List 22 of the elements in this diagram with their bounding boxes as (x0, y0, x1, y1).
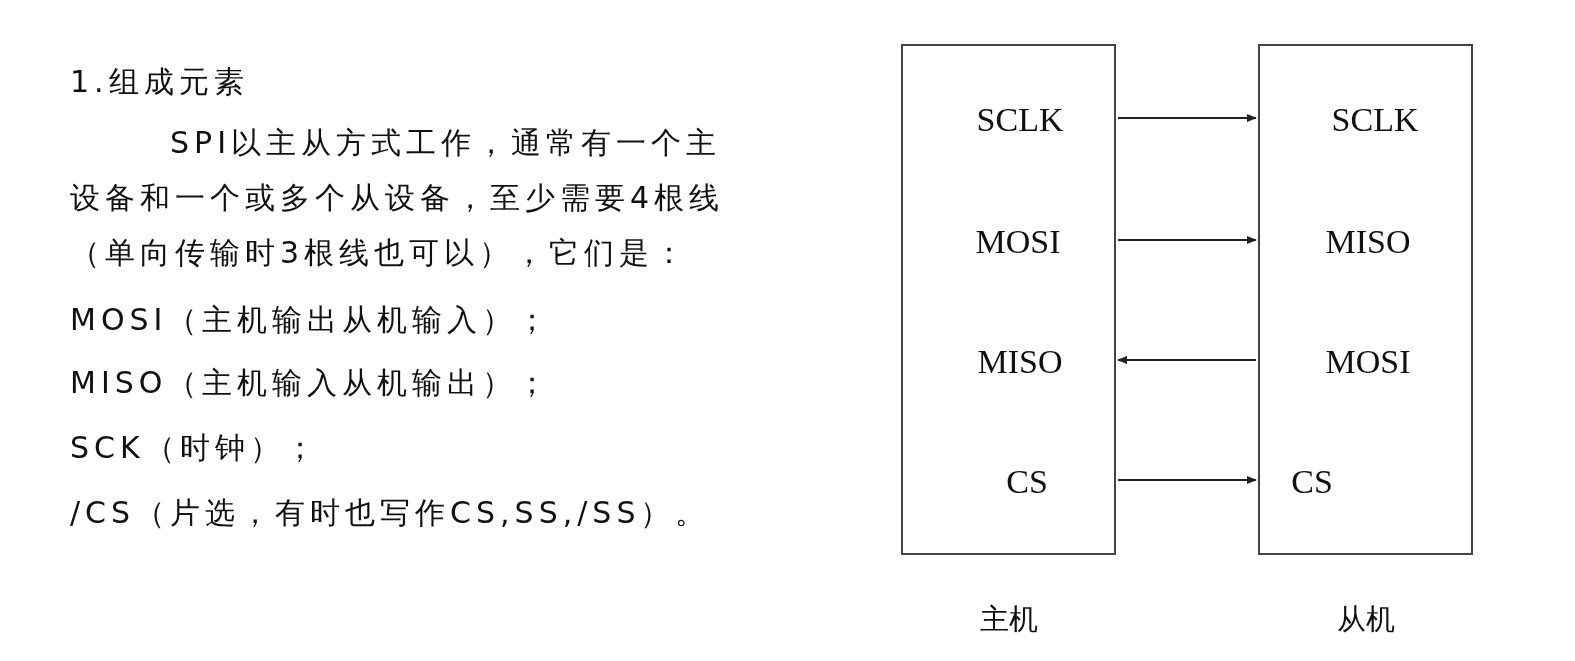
pin-label: SCLK (976, 100, 1064, 140)
pin-label: CS (1291, 462, 1333, 502)
signal-description: MISO（主机输入从机输出）； (70, 364, 553, 402)
signal-arrow (1117, 356, 1256, 364)
device-box (901, 44, 1116, 555)
pin-label: MOSI (1325, 342, 1411, 382)
signal-description: MOSI（主机输出从机输入）； (70, 301, 553, 339)
device-box (1258, 44, 1473, 555)
pin-label: MISO (1325, 222, 1411, 262)
pin-label: MISO (977, 342, 1063, 382)
pin-label: MOSI (975, 222, 1061, 262)
signal-arrow (1118, 236, 1257, 244)
pin-label: SCLK (1331, 100, 1419, 140)
signal-arrow (1118, 114, 1257, 122)
device-caption: 从机 (1336, 601, 1395, 638)
signal-arrow (1118, 476, 1257, 484)
description-paragraph: SPI以主从方式工作，通常有一个主设备和一个或多个从设备，至少需要4根线（单向传输时3根线也可以），它们是： (70, 124, 726, 272)
device-caption: 主机 (979, 601, 1038, 638)
section-heading: 1.组成元素 (70, 63, 249, 101)
pin-label: CS (1006, 462, 1048, 502)
signal-description: SCK（时钟）； (70, 429, 320, 467)
signal-description: /CS（片选，有时也写作CS,SS,/SS）。 (70, 494, 711, 532)
